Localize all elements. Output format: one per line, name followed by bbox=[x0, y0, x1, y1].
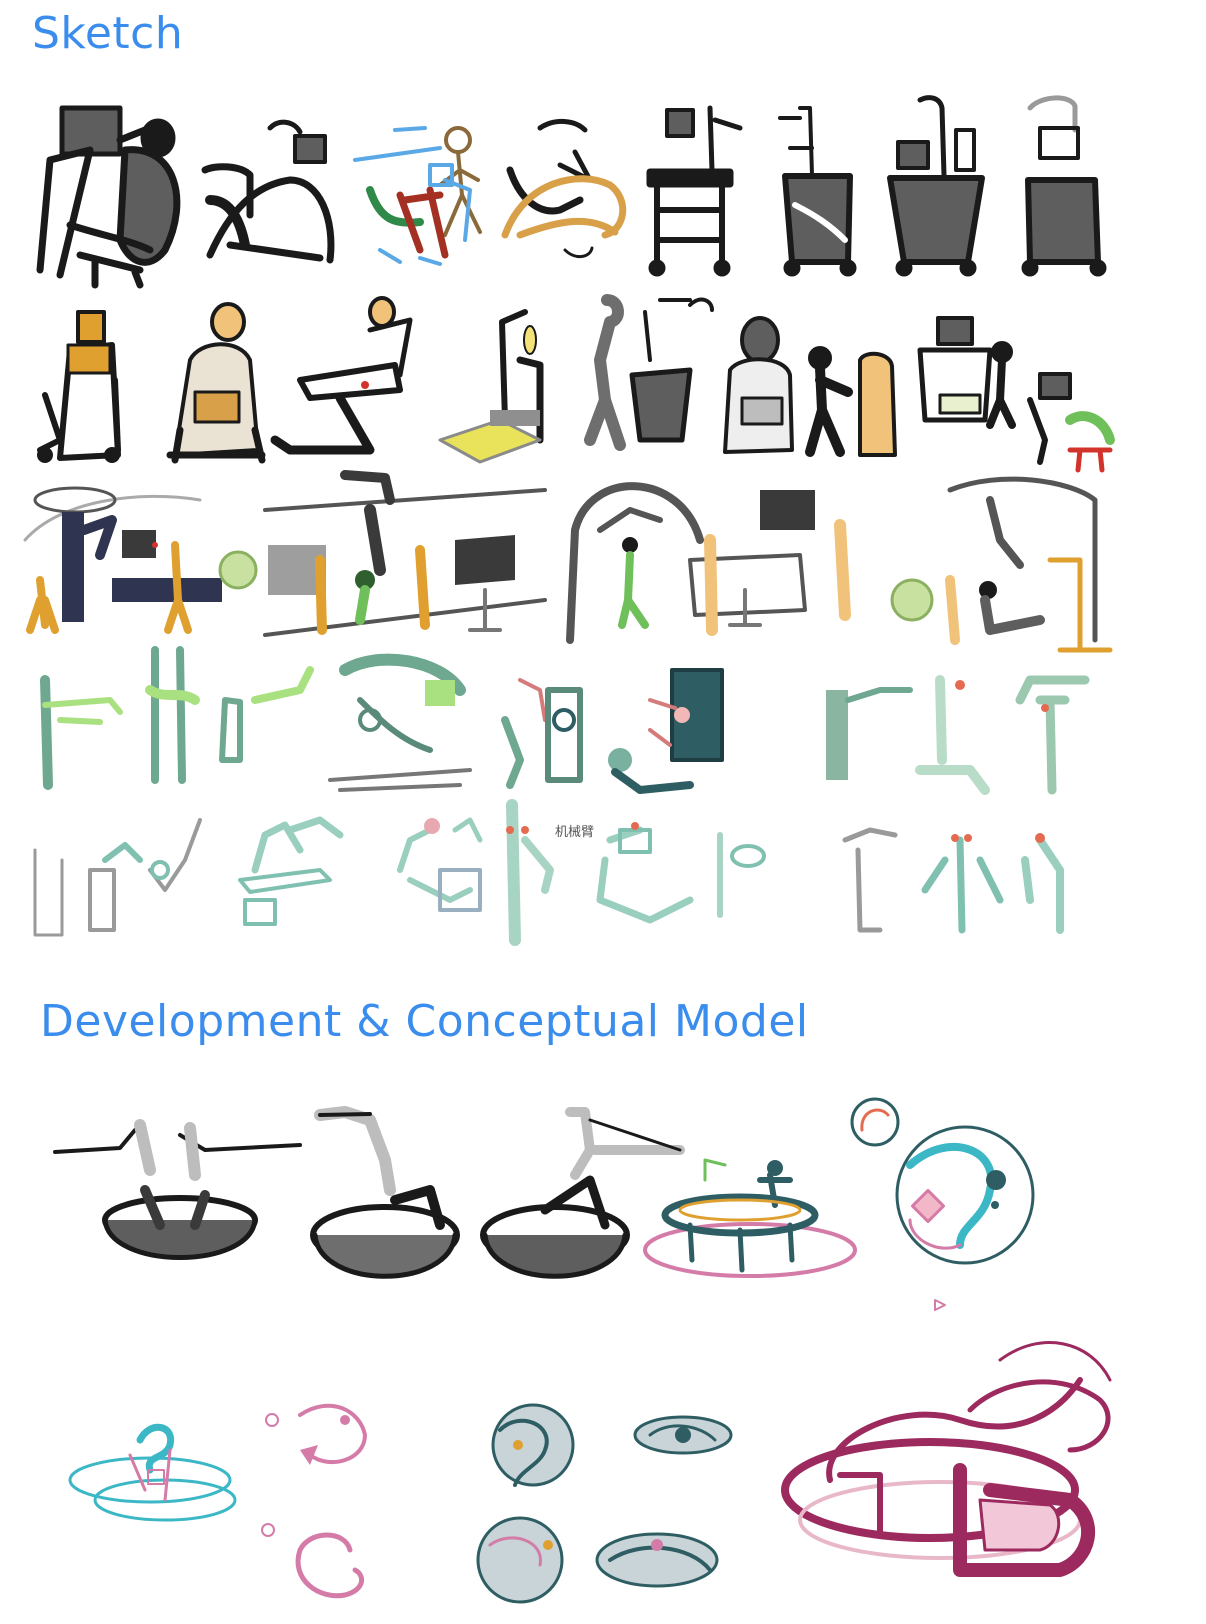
sketch-cart-2 bbox=[778, 106, 857, 277]
sketch-sage-gantry bbox=[328, 653, 472, 792]
handwritten-note: 机械臂 bbox=[555, 825, 594, 840]
model-teal-ring-stand bbox=[643, 1158, 857, 1278]
sketch-sage-carts bbox=[826, 675, 1090, 795]
model-bowl-1 bbox=[53, 1119, 302, 1260]
sketch-cart-1 bbox=[646, 105, 743, 277]
sketch-pale-arms-4 bbox=[506, 799, 766, 946]
sketch-row-5 bbox=[33, 799, 1064, 946]
sketch-pale-arms-3 bbox=[397, 817, 483, 912]
sketch-pale-arms-1 bbox=[33, 818, 202, 937]
sketch-dental-chair bbox=[270, 296, 413, 455]
sketch-teal-tower-group bbox=[501, 668, 724, 794]
sketch-row-1 bbox=[36, 95, 1107, 289]
sketch-ochre-lounge bbox=[501, 119, 627, 258]
concept-discs bbox=[476, 1403, 733, 1604]
sketch-cart-3 bbox=[887, 95, 985, 277]
sketch-row-3 bbox=[23, 470, 1113, 653]
sketch-lamp-stand bbox=[438, 309, 544, 464]
model-yinyang-disc bbox=[850, 1097, 1035, 1311]
sketch-workstation-chair-1 bbox=[36, 105, 181, 289]
sketch-room-2 bbox=[263, 470, 547, 637]
concept-pink-arrows bbox=[261, 1403, 367, 1599]
section-heading-development: Development & Conceptual Model bbox=[40, 996, 809, 1047]
sketch-workstation-people bbox=[917, 316, 1115, 473]
sketch-figure-chair bbox=[805, 346, 897, 457]
sketch-workstation-chair-2 bbox=[201, 119, 335, 264]
sketch-ochre-chair-1 bbox=[37, 310, 121, 463]
sketch-pale-arms-2 bbox=[238, 816, 344, 926]
development-row-1 bbox=[53, 1097, 1035, 1311]
sketch-ochre-chair-2 bbox=[166, 302, 266, 464]
section-heading-sketch: Sketch bbox=[32, 8, 184, 59]
sketch-walking-figure-cart bbox=[584, 294, 714, 451]
sketch-row-4 bbox=[40, 646, 1090, 795]
sketch-pale-arms-5 bbox=[842, 827, 1064, 934]
concept-cyan-rings bbox=[68, 1423, 237, 1522]
sketch-cart-4 bbox=[1021, 95, 1107, 277]
sketch-row-2 bbox=[37, 294, 1115, 473]
sketch-room-4 bbox=[890, 476, 1113, 653]
sketch-colored-seat bbox=[353, 126, 482, 266]
model-bowl-2 bbox=[310, 1106, 460, 1279]
sketch-room-1 bbox=[23, 486, 258, 634]
development-row-2 bbox=[68, 1341, 1112, 1604]
model-bowl-3 bbox=[480, 1107, 685, 1279]
sketch-room-3 bbox=[566, 482, 851, 644]
sketch-helmet-chair bbox=[723, 316, 794, 454]
sketch-sage-arms-1 bbox=[40, 646, 314, 790]
concept-magenta-loops bbox=[781, 1341, 1112, 1577]
